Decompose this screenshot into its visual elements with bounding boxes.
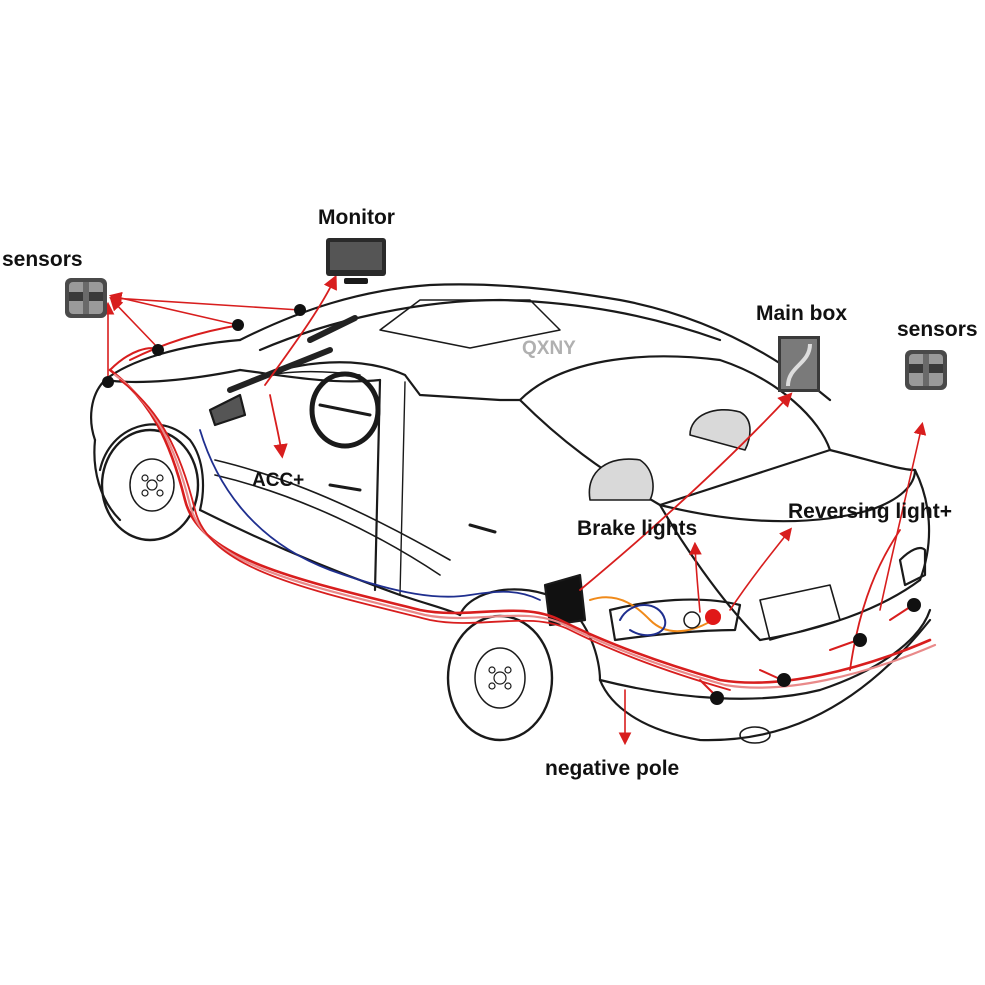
sensor-icon: [65, 278, 107, 318]
label-negative-pole: negative pole: [545, 757, 679, 780]
wiring-harness: [101, 274, 937, 746]
rear-sensor-dot-2: [777, 673, 791, 687]
watermark: QXNY: [522, 338, 576, 359]
label-main-box: Main box: [756, 302, 847, 325]
wheel-hubs: [141, 474, 512, 690]
label-sensors-rear: sensors: [897, 318, 978, 341]
label-monitor: Monitor: [318, 206, 395, 229]
brake-light-bulb: [705, 609, 721, 625]
front-sensor-dot-4: [294, 304, 306, 316]
sensor-icon: [905, 350, 947, 390]
front-sensor-dot-2: [152, 344, 164, 356]
sensor-dots: [102, 304, 921, 705]
label-brake-lights: Brake lights: [577, 517, 697, 540]
reverse-light-bulb: [683, 611, 701, 629]
monitor-icon: [326, 238, 386, 284]
label-acc: ACC+: [252, 470, 304, 491]
main-box-icon: [778, 336, 820, 392]
label-sensors-front: sensors: [2, 248, 83, 271]
front-sensor-dot-1: [102, 376, 114, 388]
rear-sensor-dot-3: [853, 633, 867, 647]
rear-sensor-dot-1: [710, 691, 724, 705]
front-sensor-dot-3: [232, 319, 244, 331]
label-reversing-light: Reversing light+: [788, 500, 952, 523]
rear-sensor-dot-4: [907, 598, 921, 612]
